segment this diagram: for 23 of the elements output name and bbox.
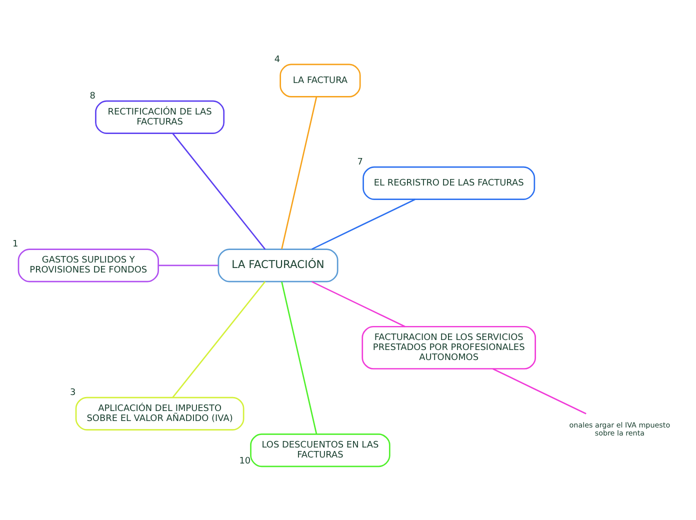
node-label: 8	[90, 90, 96, 101]
connector	[172, 280, 266, 398]
node-box: APLICACIÓN DEL IMPUESTO SOBRE EL VALOR AÑADIDO (IVA)	[75, 396, 244, 430]
connector	[281, 281, 318, 434]
node-box: GASTOS SUPLIDOS Y PROVISIONES DE FONDOS	[18, 248, 159, 282]
node-box: LOS DESCUENTOS EN LAS FACTURAS	[250, 432, 390, 467]
node-label: 1	[12, 239, 18, 250]
node-box: EL REGRISTRO DE LAS FACTURAS	[362, 166, 536, 200]
node-box: FACTURACION DE LOS SERVICIOS PRESTADOS POR PROFESIONALES AUTONOMOS	[362, 325, 536, 369]
connector	[492, 368, 586, 414]
node-text: onales argar el IVA mpuesto sobre la renta	[569, 420, 670, 438]
node-box: LA FACTURA	[280, 63, 361, 97]
connector	[281, 96, 318, 249]
node-label: 10	[239, 456, 251, 466]
node-label: 3	[70, 387, 76, 398]
connector	[172, 132, 266, 250]
node-label: 4	[274, 54, 280, 64]
node-label: 7	[357, 156, 363, 167]
node-box: RECTIFICACIÓN DE LAS FACTURAS	[95, 100, 225, 134]
connector	[158, 264, 218, 266]
connector	[311, 280, 406, 327]
node-box: LA FACTURACIÓN	[218, 248, 338, 282]
connector	[311, 198, 416, 250]
